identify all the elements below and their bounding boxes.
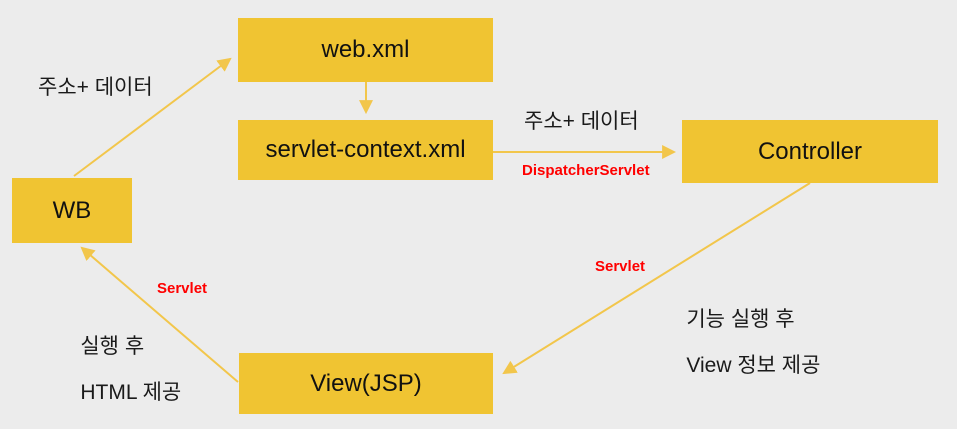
node-view-jsp: View(JSP): [239, 353, 493, 414]
label-controller-note: 기능 실행 후 View 정보 제공: [663, 285, 820, 400]
node-servlet-context-xml: servlet-context.xml: [238, 120, 493, 180]
node-web-xml: web.xml: [238, 18, 493, 82]
label-address-data-top: 주소+ 데이터: [38, 76, 153, 99]
arrow-controller-to-view: [502, 182, 811, 375]
label-controller-note-line2: View 정보 제공: [686, 354, 821, 377]
label-view-note-line1: 실행 후: [80, 335, 145, 358]
arrow-view-to-wb: [80, 246, 239, 383]
label-servlet-left: Servlet: [157, 280, 208, 297]
label-view-note: 실행 후 HTML 제공: [57, 312, 181, 427]
arrow-wb-to-webxml: [73, 57, 232, 177]
label-view-note-line2: HTML 제공: [80, 381, 182, 404]
node-controller: Controller: [682, 120, 938, 183]
node-wb: WB: [12, 178, 132, 243]
label-address-data-mid: 주소+ 데이터: [524, 110, 639, 133]
label-servlet-right: Servlet: [595, 258, 646, 275]
label-controller-note-line1: 기능 실행 후: [686, 308, 795, 331]
label-dispatcher-servlet: DispatcherServlet: [522, 162, 650, 179]
